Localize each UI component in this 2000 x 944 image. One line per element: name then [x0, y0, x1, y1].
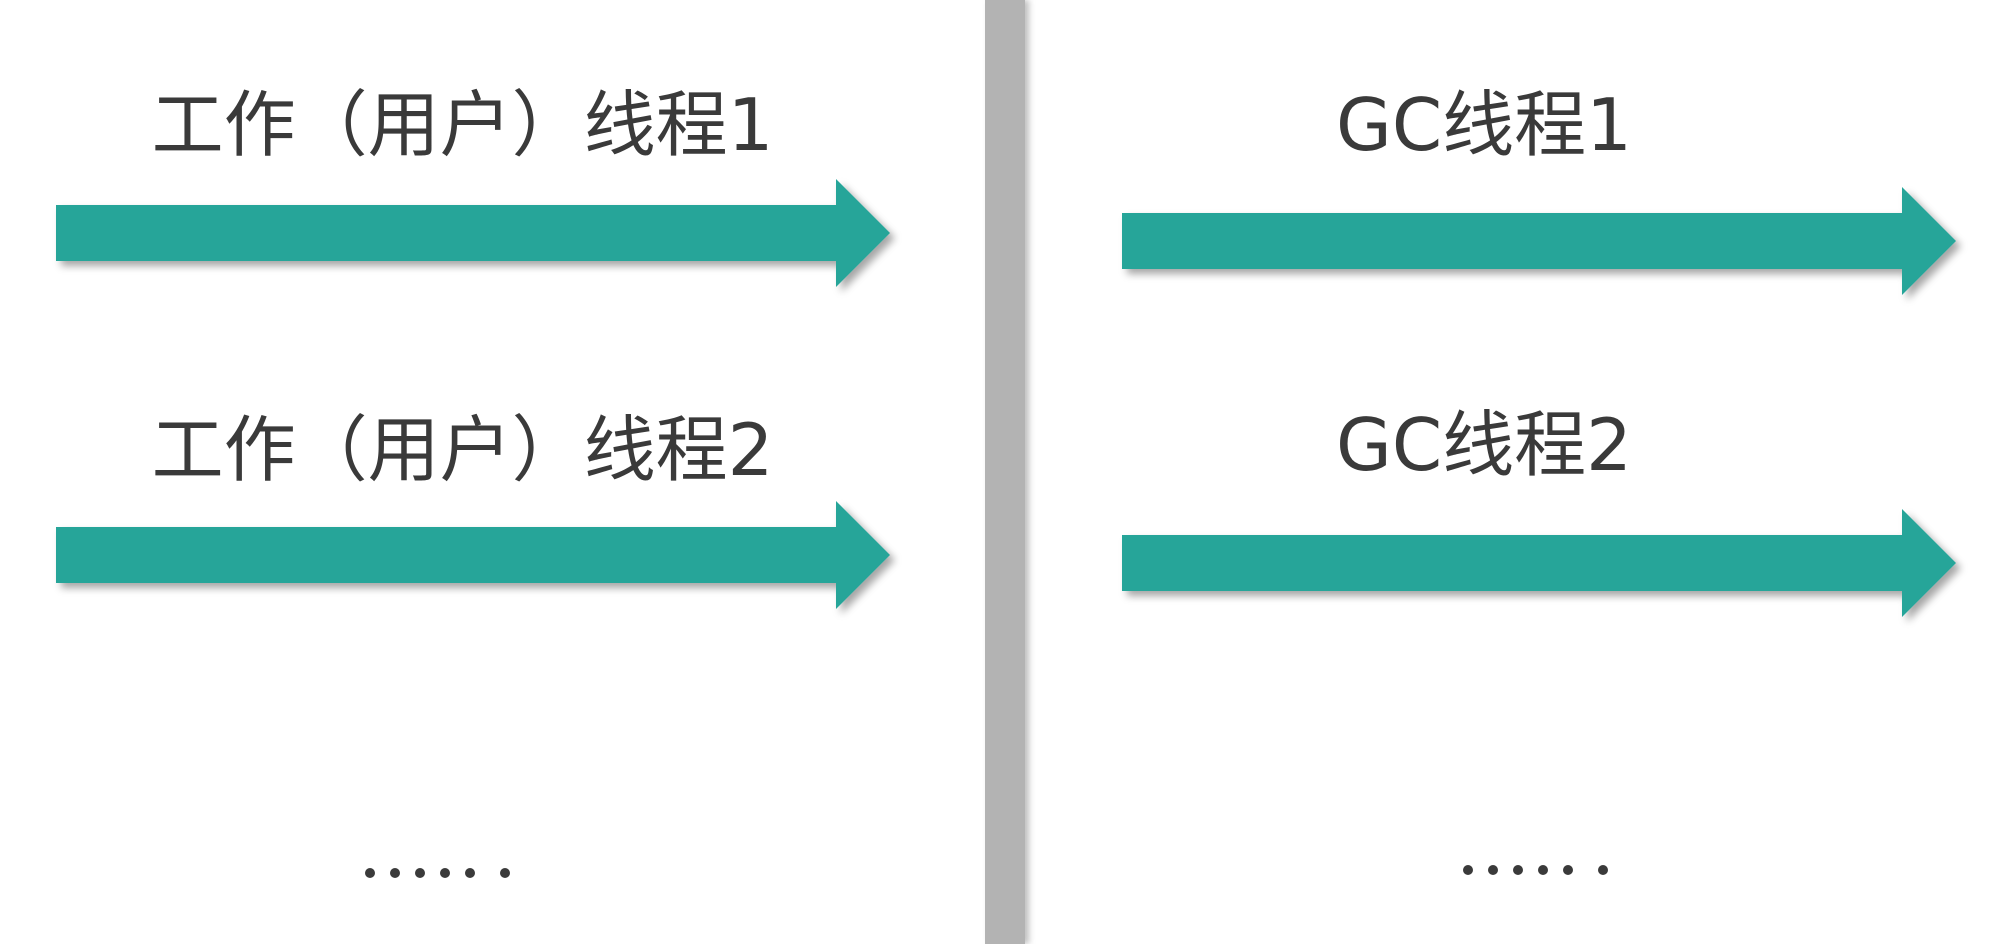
work-thread-1-arrow-icon — [56, 179, 890, 287]
gc-thread-2-arrow-icon — [1122, 509, 1956, 617]
work-threads-panel: 工作（用户）线程1 工作（用户）线程2 …… — [0, 0, 985, 944]
gc-thread-2-label: GC线程2 — [1336, 403, 1632, 487]
work-thread-2-arrow-icon — [56, 501, 890, 609]
gc-threads-more-ellipsis: …… — [1463, 865, 1608, 875]
gc-thread-1-arrow-icon — [1122, 187, 1956, 295]
work-thread-2-label: 工作（用户）线程2 — [151, 408, 774, 492]
gc-threads-panel: GC线程1 GC线程2 …… — [1028, 0, 2000, 944]
gc-thread-1-label: GC线程1 — [1336, 83, 1632, 167]
phase-divider — [985, 0, 1025, 944]
work-threads-more-ellipsis: …… — [365, 868, 510, 878]
work-thread-1-label: 工作（用户）线程1 — [151, 83, 774, 167]
